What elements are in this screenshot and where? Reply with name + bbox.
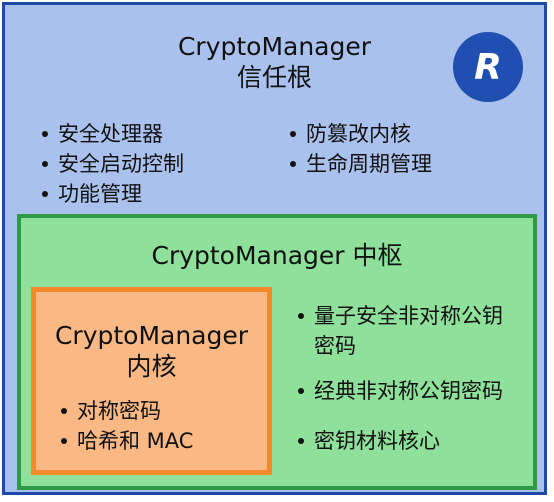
root-title-line1: CryptoManager	[177, 32, 372, 61]
core-title-line2: 内核	[126, 352, 177, 381]
list-item: 安全启动控制	[40, 149, 184, 179]
list-item: 密钥材料核心	[296, 426, 522, 456]
core-box: CryptoManager 内核 对称密码 哈希和 MAC	[31, 287, 272, 475]
list-item: 功能管理	[40, 179, 184, 209]
logo-letter: R	[474, 47, 502, 88]
root-title-line2: 信任根	[236, 63, 312, 92]
root-left-features: 安全处理器 安全启动控制 功能管理	[40, 119, 184, 209]
core-title-line1: CryptoManager	[54, 321, 249, 350]
list-item: 安全处理器	[40, 119, 184, 149]
list-item: 防篡改内核	[288, 119, 432, 149]
brand-logo-icon: R	[453, 32, 523, 102]
list-item: 经典非对称公钥密码	[296, 376, 522, 406]
root-right-features: 防篡改内核 生命周期管理	[288, 119, 432, 179]
list-item: 生命周期管理	[288, 149, 432, 179]
root-of-trust-title: CryptoManager 信任根	[5, 31, 544, 93]
core-title: CryptoManager 内核	[36, 320, 267, 382]
hub-title: CryptoManager 中枢	[151, 241, 403, 270]
list-item: 量子安全非对称公钥密码	[296, 301, 522, 361]
list-item: 哈希和 MAC	[59, 426, 193, 456]
list-item: 对称密码	[59, 396, 193, 426]
core-features: 对称密码 哈希和 MAC	[59, 396, 193, 456]
